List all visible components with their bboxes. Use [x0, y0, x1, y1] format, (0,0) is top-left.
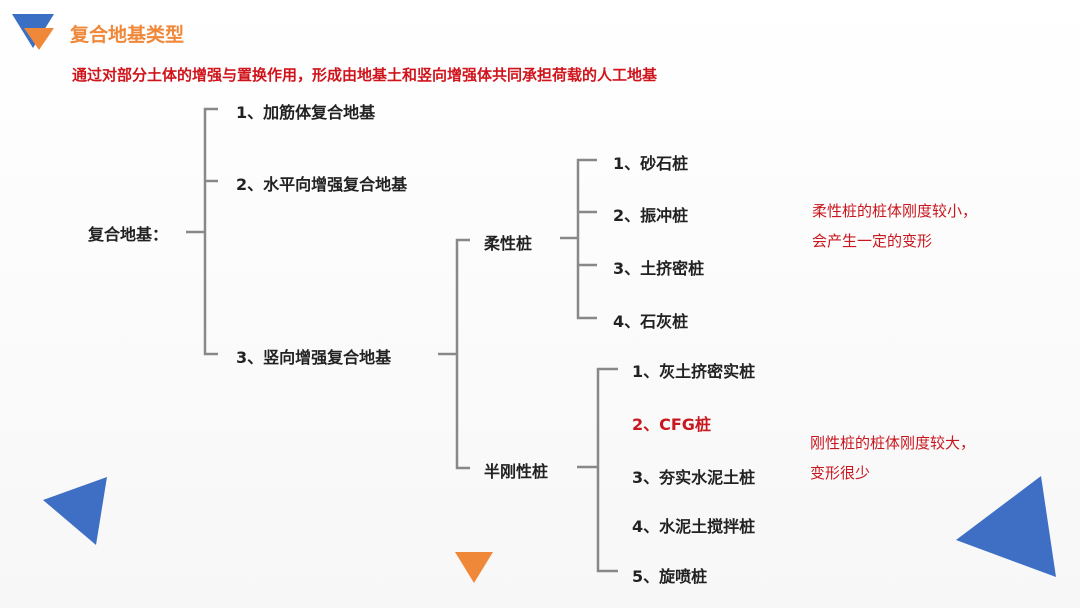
page-title: 复合地基类型	[70, 24, 185, 46]
note-flexible-line1: 柔性桩的桩体刚度较小，	[812, 202, 978, 220]
level1-item-vertical: 3、竖向增强复合地基	[236, 348, 392, 367]
decor-center-triangle	[455, 552, 493, 583]
semi-rigid-pile-item: 3、夯实水泥土桩	[632, 468, 756, 487]
semi-rigid-bracket	[596, 367, 618, 573]
note-rigid: 刚性桩的桩体刚度较大， 变形很少	[810, 428, 975, 488]
page-subtitle: 通过对部分土体的增强与置换作用，形成由地基土和竖向增强体共同承担荷载的人工地基	[72, 66, 658, 84]
type-flexible-pile: 柔性桩	[484, 234, 533, 253]
decor-left-triangle	[43, 477, 107, 545]
semi-rigid-pile-item: 1、灰土挤密实桩	[632, 362, 756, 381]
flexible-pile-item: 2、振冲桩	[613, 206, 689, 225]
logo-orange-triangle	[24, 28, 54, 50]
note-flexible: 柔性桩的桩体刚度较小， 会产生一定的变形	[812, 196, 977, 256]
semi-rigid-pile-item: 5、旋喷桩	[632, 567, 708, 586]
semi-rigid-pile-item: 4、水泥土搅拌桩	[632, 517, 756, 536]
flexible-pile-item: 4、石灰桩	[613, 312, 689, 331]
tree-connectors	[186, 107, 618, 573]
type-semi-rigid-pile: 半刚性桩	[484, 462, 549, 481]
level1-item-horizontal: 2、水平向增强复合地基	[236, 175, 408, 194]
vertical-bracket	[455, 238, 470, 470]
flexible-pile-item: 1、砂石桩	[613, 154, 689, 173]
root-bracket	[203, 107, 218, 356]
note-rigid-line2: 变形很少	[810, 464, 871, 482]
flexible-bracket	[576, 158, 597, 320]
root-node: 复合地基：	[88, 225, 169, 244]
note-rigid-line1: 刚性桩的桩体刚度较大，	[810, 434, 976, 452]
decor-right-triangle	[956, 476, 1056, 577]
semi-rigid-pile-item-cfg: 2、CFG桩	[632, 415, 711, 434]
level1-item-reinforced: 1、加筋体复合地基	[236, 103, 376, 122]
note-flexible-line2: 会产生一定的变形	[812, 232, 933, 250]
flexible-pile-item: 3、土挤密桩	[613, 259, 705, 278]
